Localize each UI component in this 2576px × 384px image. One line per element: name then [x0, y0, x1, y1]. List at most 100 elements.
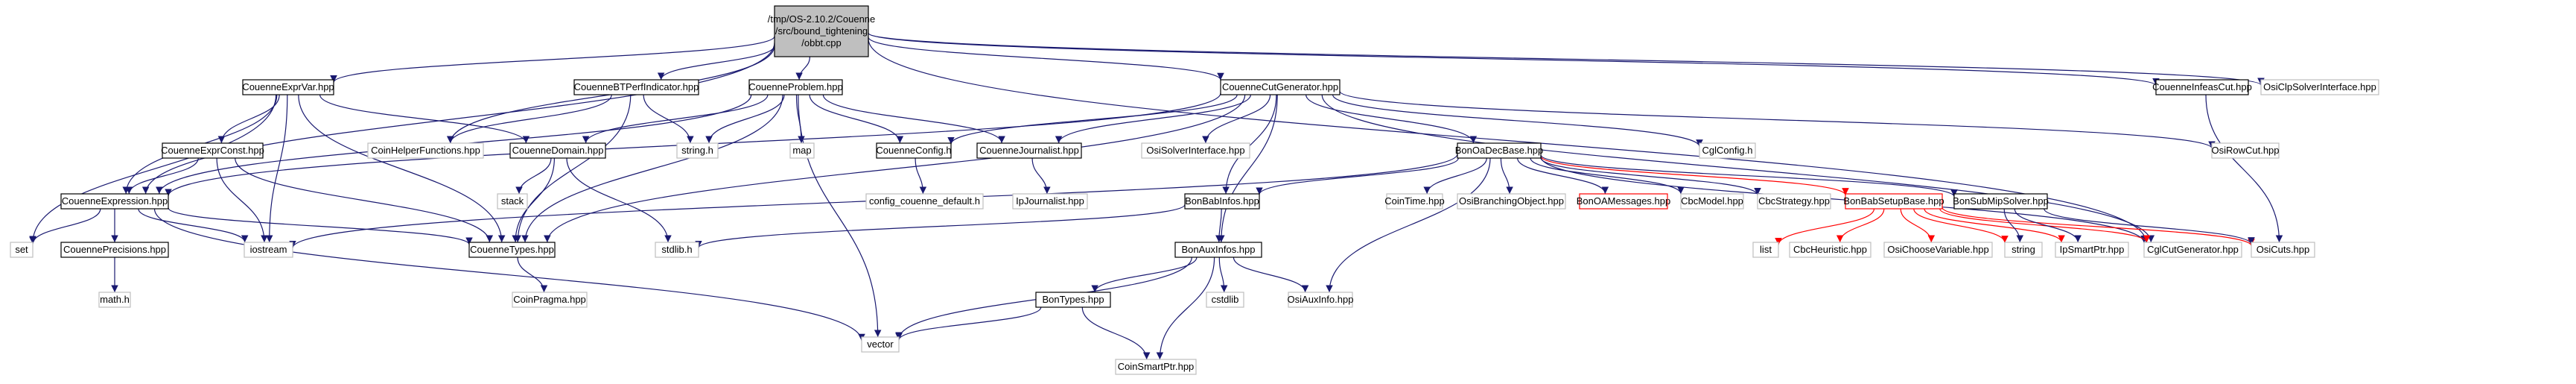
node-box-configdefault	[865, 193, 984, 210]
edge-cutgen-to-auxinfos	[1218, 94, 1278, 243]
node-config[interactable]: CouenneConfig.h	[876, 142, 952, 159]
node-babinfos[interactable]: BonBabInfos.hpp	[1184, 193, 1260, 210]
node-box-ipjournalist	[1012, 193, 1088, 210]
node-label-cbcheur: CbcHeuristic.hpp	[1793, 244, 1867, 255]
edge-cutgen-to-cglconfig	[1332, 94, 1703, 147]
node-auxinfos[interactable]: BonAuxInfos.hpp	[1174, 242, 1262, 258]
node-osiauxinfo: OsiAuxInfo.hpp	[1288, 292, 1353, 308]
node-box-stack	[497, 193, 528, 210]
node-infeas[interactable]: CouenneInfeasCut.hpp	[2152, 79, 2252, 95]
node-domain[interactable]: CouenneDomain.hpp	[509, 142, 606, 159]
node-exprvar[interactable]: CouenneExprVar.hpp	[242, 79, 334, 95]
edge-exprvar-to-set	[29, 94, 277, 243]
edge-root-to-expression	[141, 43, 775, 195]
node-label-cstdlib: cstdlib	[1212, 294, 1239, 305]
node-root[interactable]: /tmp/OS-2.10.2/Couenne/src/bound_tighten…	[768, 5, 876, 57]
node-stdlib: stdlib.h	[655, 242, 699, 258]
node-cutgen[interactable]: CouenneCutGenerator.hpp	[1220, 79, 1341, 95]
edge-oadec-to-oamessages	[1517, 157, 1609, 195]
node-label-problem: CouenneProblem.hpp	[748, 81, 842, 92]
node-label-mathh: math.h	[100, 294, 130, 305]
node-label-list: list	[1760, 244, 1772, 255]
edge-cutgen-to-osisolver	[1202, 94, 1271, 144]
node-box-osibranching	[1457, 193, 1566, 210]
node-box-ipsmart	[2055, 242, 2129, 258]
node-box-mathh	[98, 292, 131, 308]
edge-babsetup-to-ipsmart	[1924, 208, 2065, 243]
node-label-ipsmart: IpSmartPtr.hpp	[2060, 244, 2125, 255]
node-label-root: /src/bound_tightening	[775, 25, 868, 37]
node-label-journalist: CouenneJournalist.hpp	[979, 145, 1079, 156]
node-precisions[interactable]: CouennePrecisions.hpp	[60, 242, 169, 258]
edge-problem-to-stringh	[705, 94, 785, 144]
node-configdefault: config_couenne_default.h	[865, 193, 984, 210]
node-iostream: iostream	[244, 242, 293, 258]
edge-oadec-to-cointime	[1423, 157, 1487, 195]
node-label-vector: vector	[867, 339, 894, 350]
node-box-bontypes	[1035, 292, 1111, 308]
edge-problem-to-map	[795, 94, 805, 144]
edge-babsetup-to-cglcut	[1939, 208, 2151, 243]
node-box-cointime	[1386, 193, 1443, 210]
edge-exprconst-to-expression	[125, 157, 199, 195]
node-label-iostream: iostream	[250, 244, 287, 255]
node-types[interactable]: CouenneTypes.hpp	[468, 242, 556, 258]
node-submip[interactable]: BonSubMipSolver.hpp	[1953, 193, 2049, 210]
node-label-cbcstrategy: CbcStrategy.hpp	[1758, 195, 1830, 207]
node-box-root	[774, 5, 869, 57]
node-cstdlib: cstdlib	[1206, 292, 1244, 308]
node-bontypes[interactable]: BonTypes.hpp	[1035, 292, 1111, 308]
node-oamessages[interactable]: BonOAMessages.hpp	[1577, 193, 1670, 210]
edge-auxinfos-to-coinsmart	[1156, 256, 1215, 360]
node-btperf[interactable]: CouenneBTPerfIndicator.hpp	[573, 79, 699, 95]
node-coinpragma: CoinPragma.hpp	[512, 292, 588, 308]
edge-bontypes-to-coinsmart	[1081, 306, 1151, 360]
node-label-root: /tmp/OS-2.10.2/Couenne	[768, 13, 876, 25]
edge-babinfos-to-stdlib	[695, 204, 1186, 248]
node-box-cutgen	[1220, 79, 1341, 95]
edge-oadec-to-babinfos	[1256, 157, 1459, 195]
node-box-oamessages	[1579, 193, 1668, 210]
node-expression[interactable]: CouenneExpression.hpp	[60, 193, 169, 210]
node-label-osibranching: OsiBranchingObject.hpp	[1459, 195, 1564, 207]
edge-cutgen-to-types	[544, 94, 1246, 243]
node-babsetup[interactable]: BonBabSetupBase.hpp	[1843, 193, 1944, 210]
node-label-cglcut: CglCutGenerator.hpp	[2147, 244, 2239, 255]
edge-auxinfos-to-cstdlib	[1218, 256, 1228, 293]
nodes-layer: /tmp/OS-2.10.2/Couenne/src/bound_tighten…	[10, 5, 2379, 375]
node-box-btperf	[573, 79, 699, 95]
node-box-babinfos	[1184, 193, 1260, 210]
node-osichoose: OsiChooseVariable.hpp	[1883, 242, 1993, 258]
node-box-osiclp	[2260, 79, 2379, 95]
node-journalist[interactable]: CouenneJournalist.hpp	[976, 142, 1082, 159]
edge-exprvar-to-domain	[319, 94, 530, 144]
node-label-osicuts: OsiCuts.hpp	[2257, 244, 2310, 255]
edge-problem-to-journalist	[822, 94, 1005, 144]
node-box-babsetup	[1845, 193, 1943, 210]
node-box-expression	[60, 193, 169, 210]
node-label-auxinfos: BonAuxInfos.hpp	[1181, 244, 1255, 255]
edge-cutgen-to-config	[947, 94, 1238, 145]
node-exprconst[interactable]: CouenneExprConst.hpp	[161, 142, 264, 159]
node-label-osiclp: OsiClpSolverInterface.hpp	[2263, 81, 2376, 92]
node-label-root: /obbt.cpp	[801, 37, 842, 48]
node-box-coinsmart	[1115, 359, 1197, 375]
node-box-infeas	[2155, 79, 2249, 95]
node-box-journalist	[976, 142, 1082, 159]
node-label-cglconfig: CglConfig.h	[1702, 145, 1753, 156]
edge-bontypes-to-vector	[895, 306, 1042, 341]
edge-problem-to-types	[521, 94, 783, 243]
edge-oadec-to-osibranching	[1500, 157, 1513, 195]
node-coinhelper: CoinHelperFunctions.hpp	[367, 142, 484, 159]
node-label-cutgen: CouenneCutGenerator.hpp	[1222, 81, 1338, 92]
node-cglcut: CglCutGenerator.hpp	[2143, 242, 2242, 258]
node-label-stack: stack	[501, 195, 524, 207]
node-box-submip	[1953, 193, 2048, 210]
edge-root-to-cglcut	[868, 38, 2150, 243]
edge-submip-to-string	[2003, 208, 2024, 243]
node-problem[interactable]: CouenneProblem.hpp	[748, 79, 843, 95]
node-oadec[interactable]: BonOaDecBase.hpp	[1455, 142, 1544, 159]
edge-babinfos-to-auxinfos	[1215, 208, 1223, 243]
node-cointime: CoinTime.hpp	[1384, 193, 1445, 210]
